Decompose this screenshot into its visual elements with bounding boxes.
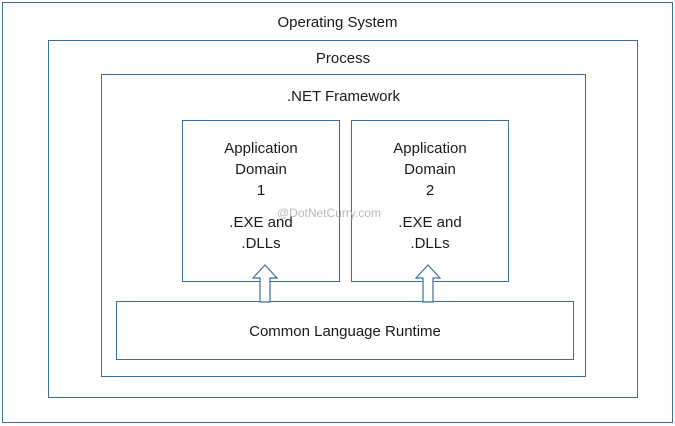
app-domain-1-title-line1: Application	[224, 140, 298, 157]
app-domain-1-files-line1: .EXE and	[229, 214, 293, 231]
app-domain-1-box: Application Domain 1 .EXE and .DLLs	[182, 120, 340, 282]
app-domain-2-files-line2: .DLLs	[410, 235, 450, 252]
app-domain-2-number: 2	[425, 182, 435, 199]
app-domain-2-files-line1: .EXE and	[398, 214, 462, 231]
clr-label: Common Language Runtime	[249, 323, 441, 340]
process-label: Process	[315, 50, 371, 67]
app-domain-2-box: Application Domain 2 .EXE and .DLLs	[351, 120, 509, 282]
up-arrow-icon	[252, 264, 278, 303]
app-domain-1-title-line2: Domain	[235, 161, 287, 178]
app-domain-1-number: 1	[256, 182, 266, 199]
app-domain-2-title-line2: Domain	[404, 161, 456, 178]
up-arrow-icon	[415, 264, 441, 303]
dotnet-framework-label: .NET Framework	[286, 88, 401, 105]
operating-system-label: Operating System	[277, 14, 398, 31]
clr-box: Common Language Runtime	[116, 301, 574, 360]
watermark: @DotNetCurry.com	[277, 206, 381, 220]
app-domain-2-title-line1: Application	[393, 140, 467, 157]
app-domain-1-files-line2: .DLLs	[241, 235, 281, 252]
